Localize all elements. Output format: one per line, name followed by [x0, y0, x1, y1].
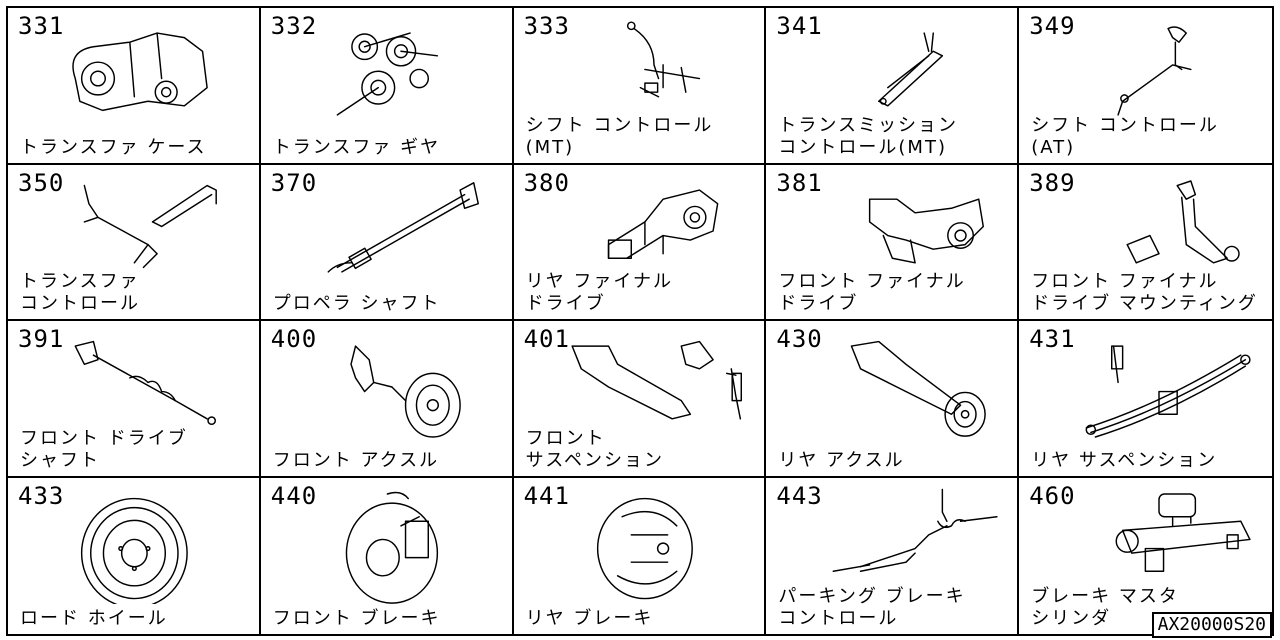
- part-label: ブレーキ マスタ シリンダ: [1031, 586, 1179, 629]
- part-code: 380: [523, 168, 570, 197]
- front-brake-icon: [301, 484, 501, 604]
- part-code: 341: [776, 12, 823, 40]
- part-cell-389[interactable]: 389 フロント ファイナル ドライブ マウンティング: [1019, 164, 1272, 321]
- part-cell-333[interactable]: 333 シフト コントロール (MT): [513, 8, 767, 165]
- part-code: 430: [776, 325, 823, 353]
- transfer-control-icon: [48, 171, 248, 291]
- part-code: 331: [18, 12, 65, 40]
- part-label: リヤ アクスル: [778, 449, 905, 471]
- part-label: ロード ホイール: [20, 608, 168, 629]
- part-label: シフト コントロール (AT): [1031, 114, 1219, 158]
- part-label: プロペラ シャフト: [272, 293, 441, 314]
- part-code: 431: [1029, 325, 1076, 353]
- part-label: トランスファ ギヤ: [272, 136, 441, 158]
- parts-index-grid: 331 トランスファ ケース 332 トランスファ ギヤ 333 シフト コントロール (…: [6, 6, 1274, 636]
- part-cell-349[interactable]: 349 シフト コントロール (AT): [1019, 8, 1272, 165]
- part-cell-401[interactable]: 401 フロント サスペンション: [513, 321, 767, 478]
- part-label: リヤ ファイナル ドライブ: [525, 271, 673, 314]
- part-label: トランスファ ケース: [20, 136, 207, 158]
- part-code: 433: [18, 481, 65, 510]
- part-cell-331[interactable]: 331 トランスファ ケース: [8, 8, 261, 165]
- part-code: 460: [1029, 481, 1076, 510]
- part-code: 333: [523, 12, 570, 40]
- rear-final-drive-icon: [554, 171, 754, 291]
- rear-brake-icon: [554, 484, 754, 604]
- diagram-code: AX20000S20: [1151, 612, 1272, 638]
- part-code: 400: [270, 325, 318, 353]
- part-label: フロント ファイナル ドライブ マウンティング: [1031, 271, 1258, 314]
- part-cell-443[interactable]: 443 パーキング ブレーキ コントロール: [766, 477, 1020, 634]
- part-label: フロント ファイナル ドライブ: [778, 271, 966, 314]
- part-label: パーキング ブレーキ コントロール: [778, 586, 966, 629]
- part-code: 350: [18, 168, 65, 197]
- part-cell-440[interactable]: 440 フロント ブレーキ: [260, 477, 514, 634]
- transmission-control-icon: [806, 14, 1006, 134]
- part-label: フロント アクスル: [272, 449, 440, 471]
- part-label: リヤ ブレーキ: [525, 608, 654, 629]
- part-code: 401: [523, 325, 570, 353]
- shift-control-mt-icon: [554, 14, 754, 134]
- part-cell-430[interactable]: 430 リヤ アクスル: [766, 321, 1020, 478]
- part-cell-460[interactable]: 460 ブレーキ マスタ シリンダ: [1019, 477, 1272, 634]
- transfer-gear-icon: [301, 14, 501, 134]
- part-cell-380[interactable]: 380 リヤ ファイナル ドライブ: [513, 164, 767, 321]
- part-cell-332[interactable]: 332 トランスファ ギヤ: [260, 8, 514, 165]
- part-cell-400[interactable]: 400 フロント アクスル: [260, 321, 514, 478]
- part-label: フロント ブレーキ: [272, 608, 441, 629]
- part-code: 440: [270, 481, 318, 510]
- part-cell-370[interactable]: 370 プロペラ シャフト: [260, 164, 514, 321]
- part-label: トランスミッション コントロール(MT): [778, 114, 959, 158]
- part-code: 349: [1029, 12, 1076, 40]
- propeller-shaft-icon: [301, 171, 501, 291]
- part-label: フロント ドライブ シャフト: [20, 427, 188, 471]
- part-cell-381[interactable]: 381 フロント ファイナル ドライブ: [766, 164, 1020, 321]
- part-code: 441: [523, 481, 570, 510]
- part-code: 332: [270, 12, 318, 40]
- part-code: 391: [18, 325, 65, 353]
- part-code: 381: [776, 168, 823, 197]
- front-axle-icon: [301, 327, 501, 447]
- transfer-case-icon: [48, 14, 248, 134]
- shift-control-at-icon: [1059, 14, 1259, 134]
- master-cylinder-icon: [1059, 484, 1259, 604]
- part-code: 389: [1029, 168, 1076, 197]
- part-label: トランスファ コントロール: [20, 271, 140, 314]
- rear-suspension-icon: [1059, 327, 1259, 447]
- front-suspension-icon: [554, 327, 754, 447]
- part-cell-441[interactable]: 441 リヤ ブレーキ: [513, 477, 767, 634]
- front-final-drive-icon: [806, 171, 1006, 291]
- final-drive-mounting-icon: [1059, 171, 1259, 291]
- part-cell-431[interactable]: 431 リヤ サスペンション: [1019, 321, 1272, 478]
- rear-axle-icon: [806, 327, 1006, 447]
- part-label: フロント サスペンション: [525, 427, 664, 471]
- drive-shaft-icon: [48, 327, 248, 447]
- road-wheel-icon: [48, 484, 248, 608]
- parking-brake-icon: [806, 484, 1006, 604]
- part-cell-391[interactable]: 391 フロント ドライブ シャフト: [8, 321, 261, 478]
- part-label: シフト コントロール (MT): [525, 114, 714, 158]
- part-code: 443: [776, 481, 823, 510]
- part-cell-433[interactable]: 433 ロード ホイール: [8, 477, 261, 634]
- part-label: リヤ サスペンション: [1031, 449, 1218, 471]
- part-code: 370: [270, 168, 318, 197]
- part-cell-350[interactable]: 350 トランスファ コントロール: [8, 164, 261, 321]
- part-cell-341[interactable]: 341 トランスミッション コントロール(MT): [766, 8, 1020, 165]
